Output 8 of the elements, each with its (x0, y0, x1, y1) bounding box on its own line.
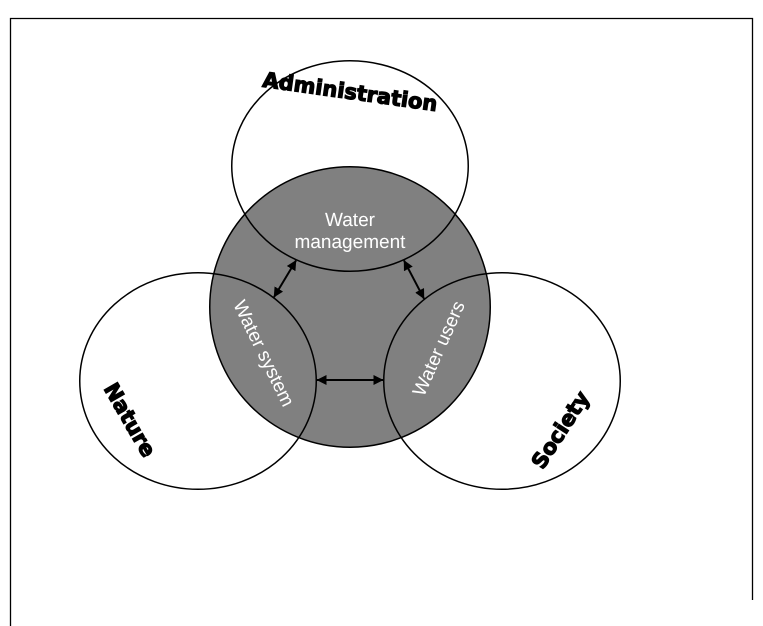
outlined-ellipse (231, 60, 469, 272)
region-label: Water users (409, 298, 471, 400)
outlined-ellipse (79, 272, 317, 490)
double-arrow (273, 260, 297, 298)
outlined-ellipse (383, 272, 621, 490)
region-label: Water management (294, 210, 406, 254)
double-arrow (316, 375, 384, 385)
double-arrow (403, 260, 425, 300)
